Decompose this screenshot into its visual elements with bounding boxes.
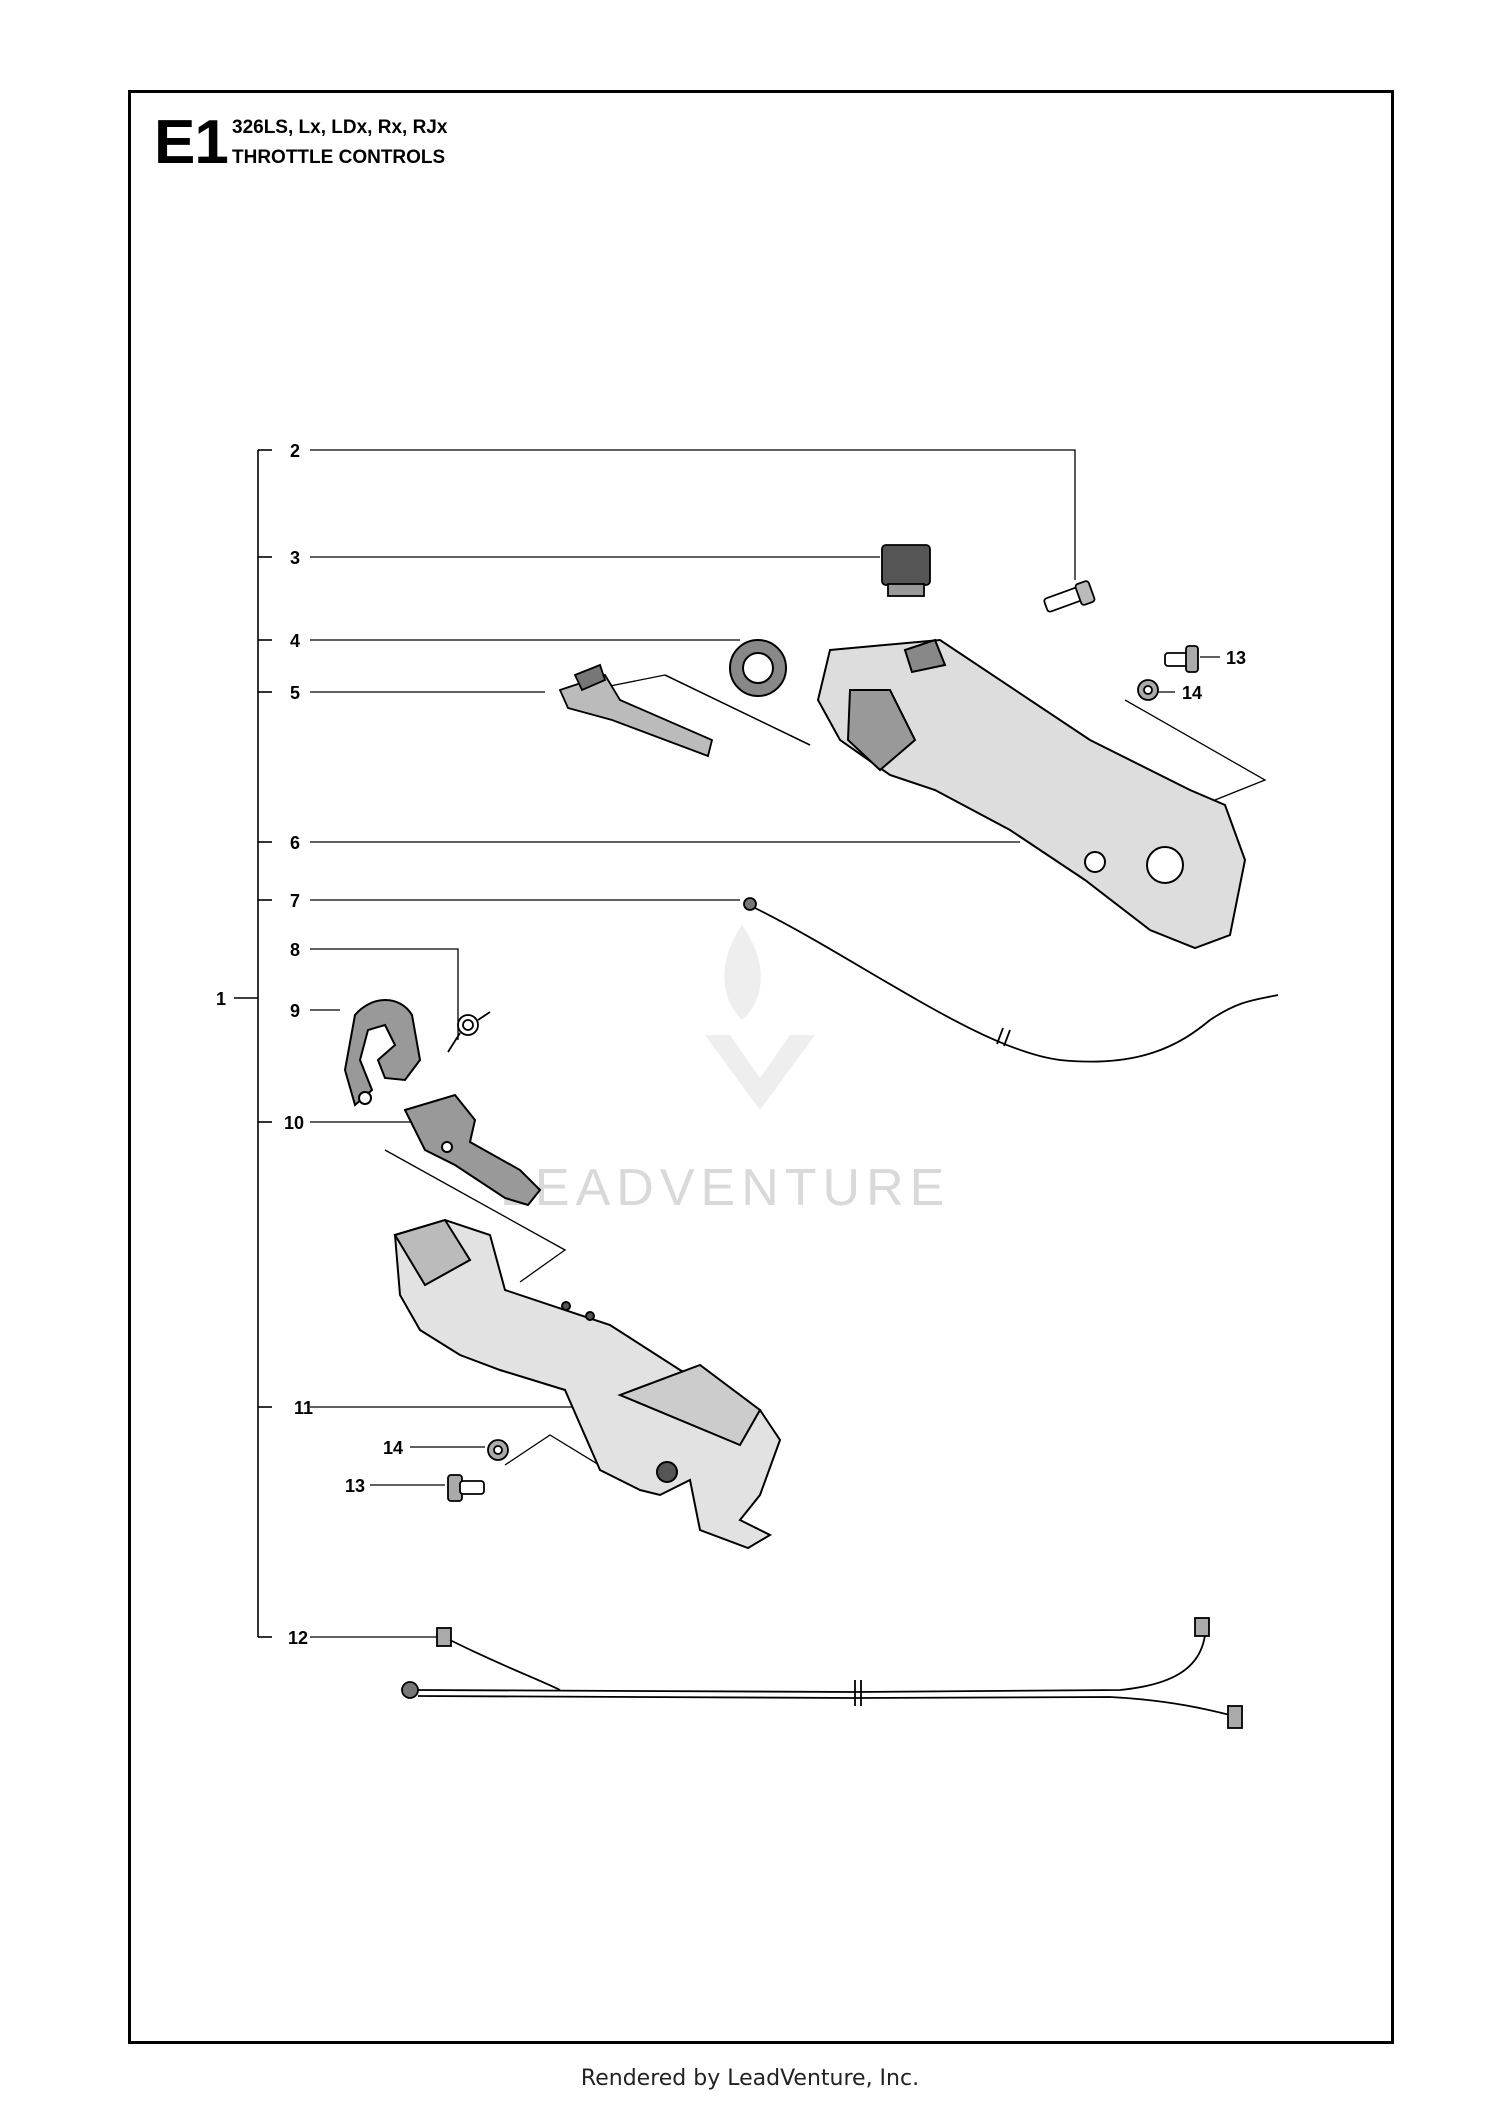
callout-7: 7 (290, 891, 300, 911)
diagram-code: E1 (154, 108, 229, 177)
callout-14-lower: 14 (383, 1438, 403, 1458)
part-9-clamp (343, 999, 422, 1107)
leader-lines (310, 449, 1267, 1638)
callout-5: 5 (290, 683, 300, 703)
part-7-throttle-cable (743, 897, 1279, 1063)
part-13-screw-upper (1164, 645, 1199, 673)
part-4-ring (729, 639, 787, 697)
watermark-logo (705, 925, 815, 1110)
callout-9: 9 (290, 1001, 300, 1021)
model-list: 326LS, Lx, LDx, Rx, RJx (232, 117, 448, 138)
part-6-handle-half (816, 638, 1247, 950)
watermark-text: LEADVENTURE (500, 1159, 950, 1217)
part-5-lever (558, 663, 714, 758)
part-11-handle-cover (393, 1218, 782, 1550)
part-13-screw-lower (447, 1474, 485, 1502)
section-title: THROTTLE CONTROLS (232, 147, 446, 168)
part-8-spring (447, 1011, 491, 1053)
callout-2: 2 (290, 441, 300, 461)
part-14-washer-lower (487, 1439, 509, 1461)
callout-14-upper: 14 (1182, 683, 1202, 703)
callout-3: 3 (290, 548, 300, 568)
callout-13-lower: 13 (345, 1476, 365, 1496)
callout-11: 11 (294, 1398, 313, 1418)
callout-bracket (234, 449, 272, 1638)
callout-8: 8 (290, 940, 300, 960)
part-10-trigger (403, 1093, 542, 1207)
part-2-screw (1043, 580, 1096, 613)
callout-10: 10 (284, 1113, 304, 1133)
callout-13-upper: 13 (1226, 648, 1246, 668)
part-3-switch (881, 544, 931, 597)
part-14-washer-upper (1137, 679, 1159, 701)
callout-1: 1 (216, 989, 226, 1009)
callout-4: 4 (290, 631, 300, 651)
part-12-wire-harness (401, 1617, 1243, 1729)
diagram-frame (128, 90, 1394, 2044)
callout-6: 6 (290, 833, 300, 853)
callout-12: 12 (288, 1628, 308, 1648)
footer-credit: Rendered by LeadVenture, Inc. (580, 2066, 920, 2091)
